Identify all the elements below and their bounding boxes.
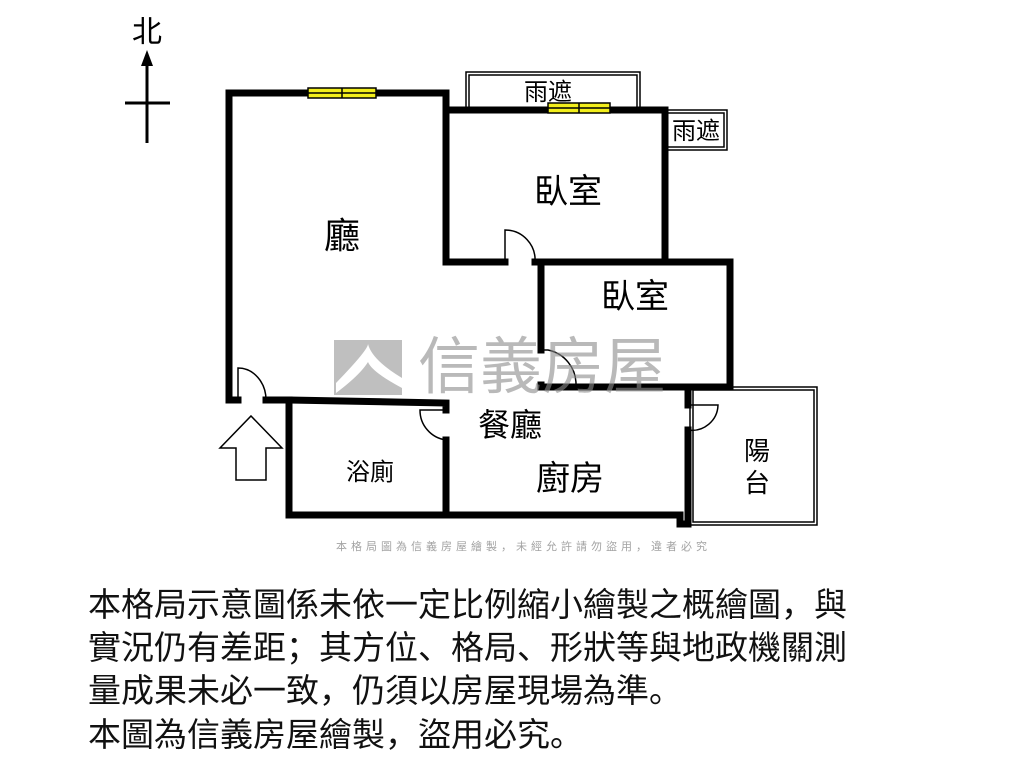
canopy-label: 雨遮 [672, 117, 720, 145]
watermark-logo [334, 340, 402, 395]
north-label: 北 [132, 15, 162, 50]
room-label-balcony: 台 [744, 469, 770, 499]
disclaimer-line: 實況仍有差距；其方位、格局、形狀等與地政機關測 [88, 628, 847, 667]
window [307, 87, 611, 114]
canopy-label: 雨遮 [524, 78, 572, 106]
room-label-bedroom: 臥室 [601, 277, 669, 317]
watermark-notice: 本格局圖為信義房屋繪製，未經允許請勿盜用，違者必究 [336, 539, 711, 553]
watermark-brand: 信義房屋 [418, 330, 666, 403]
room-label-kitchen: 廚房 [536, 459, 604, 499]
disclaimer-line: 本格局示意圖係未依一定比例縮小繪製之概繪圖，與 [88, 585, 847, 624]
door-icon [237, 229, 719, 441]
north-compass-icon [125, 50, 170, 143]
entrance-arrow-icon [218, 414, 284, 481]
room-label-living: 廳 [324, 216, 360, 257]
room-label-bathroom: 浴廁 [346, 458, 394, 486]
room-label-bedroom: 臥室 [534, 172, 602, 212]
disclaimer-line: 本圖為信義房屋繪製，盜用必究。 [88, 715, 583, 754]
disclaimer-line: 量成果未必一致，仍須以房屋現場為準。 [88, 671, 682, 710]
room-label-balcony: 陽 [744, 437, 770, 467]
room-label-dining: 餐廳 [478, 406, 542, 444]
